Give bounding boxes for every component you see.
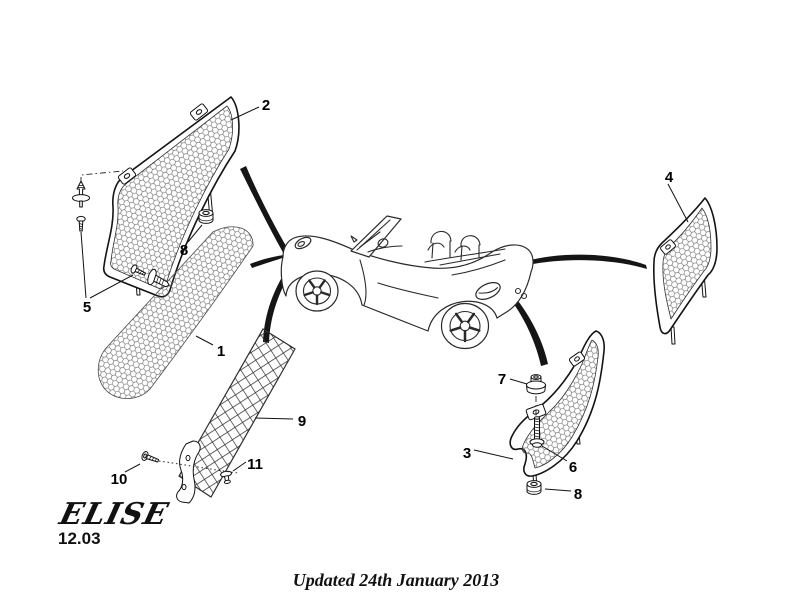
- car-tail-lamp-lower: [520, 292, 528, 300]
- swoosh-lower-left: [263, 272, 289, 343]
- panel-3-tab-upper: [568, 351, 586, 367]
- model-logo-text: ELISE: [55, 496, 172, 531]
- car-mirror: [350, 235, 358, 243]
- car-side-intake: [475, 282, 501, 300]
- swoosh-top-left: [240, 166, 289, 256]
- car-front-wheel: [295, 270, 339, 312]
- car-windscreen: [350, 215, 402, 258]
- nut-part-8-lower: [526, 480, 542, 495]
- panel-3-mesh: [521, 339, 599, 469]
- callout-7: 7: [498, 371, 506, 388]
- bolt-part-6: [529, 416, 545, 448]
- car-steering-wheel: [377, 238, 389, 248]
- callout-8-lower: 8: [574, 486, 582, 503]
- panel-9-net: [178, 328, 296, 498]
- callout-1: 1: [217, 343, 225, 360]
- grommet-part-7: [526, 374, 546, 395]
- callout-10: 10: [111, 471, 128, 488]
- panel-4-tab: [660, 239, 676, 255]
- callout-4: 4: [665, 169, 674, 186]
- car-cockpit-details: [350, 235, 471, 253]
- car-rear-wheel: [440, 302, 490, 350]
- car-roll-hoops: [430, 230, 481, 261]
- leader-lines: [80, 106, 689, 492]
- swoosh-right: [527, 254, 647, 269]
- screw-part-5-pair: [130, 264, 146, 276]
- panel-2-tab-upper: [189, 103, 209, 121]
- panel-9-rail-hole-top: [185, 454, 191, 462]
- panel-2-mesh: [110, 105, 233, 290]
- screw-part-10: [141, 451, 160, 463]
- mesh-panel-1: [97, 226, 254, 400]
- callout-3: 3: [463, 445, 471, 462]
- callout-5: 5: [83, 299, 91, 316]
- clip-part-11: [220, 470, 232, 484]
- car-body-outline: [280, 235, 534, 332]
- callout-labels: 1 2 3 4 5 6 7 8 8 9 10 11: [83, 97, 674, 503]
- push-pin-rivet-part-5: [72, 180, 90, 208]
- footer-note: Updated 24th January 2013: [293, 570, 500, 590]
- panel-2-tab-lower: [117, 167, 137, 185]
- callout-8-upper: 8: [180, 242, 188, 259]
- swoosh-lower-right: [511, 297, 548, 366]
- callout-11: 11: [247, 456, 263, 473]
- model-logo: ELISE: [55, 496, 172, 531]
- car-headlight: [294, 236, 312, 250]
- fastener-set: [72, 180, 546, 495]
- panel-4-peg-left: [670, 326, 676, 345]
- nut-part-8-upper: [198, 209, 214, 224]
- lattice-panel-9: [176, 328, 296, 504]
- section-number: 12.03: [58, 529, 101, 548]
- callout-2: 2: [262, 97, 270, 114]
- car-wiper: [359, 231, 381, 248]
- car-rear-deck-lines: [424, 248, 506, 276]
- pin-washer-part-5: [147, 268, 170, 288]
- callout-6: 6: [569, 459, 577, 476]
- grille-panel-4: [653, 197, 718, 345]
- car-tail-lamp-upper: [514, 287, 522, 295]
- screw-part-5-left: [76, 215, 86, 232]
- car-door-shutline: [359, 259, 439, 306]
- panel-9-rail-hole-bottom: [181, 483, 187, 491]
- car-illustration: [280, 215, 534, 350]
- callout-9: 9: [298, 413, 306, 430]
